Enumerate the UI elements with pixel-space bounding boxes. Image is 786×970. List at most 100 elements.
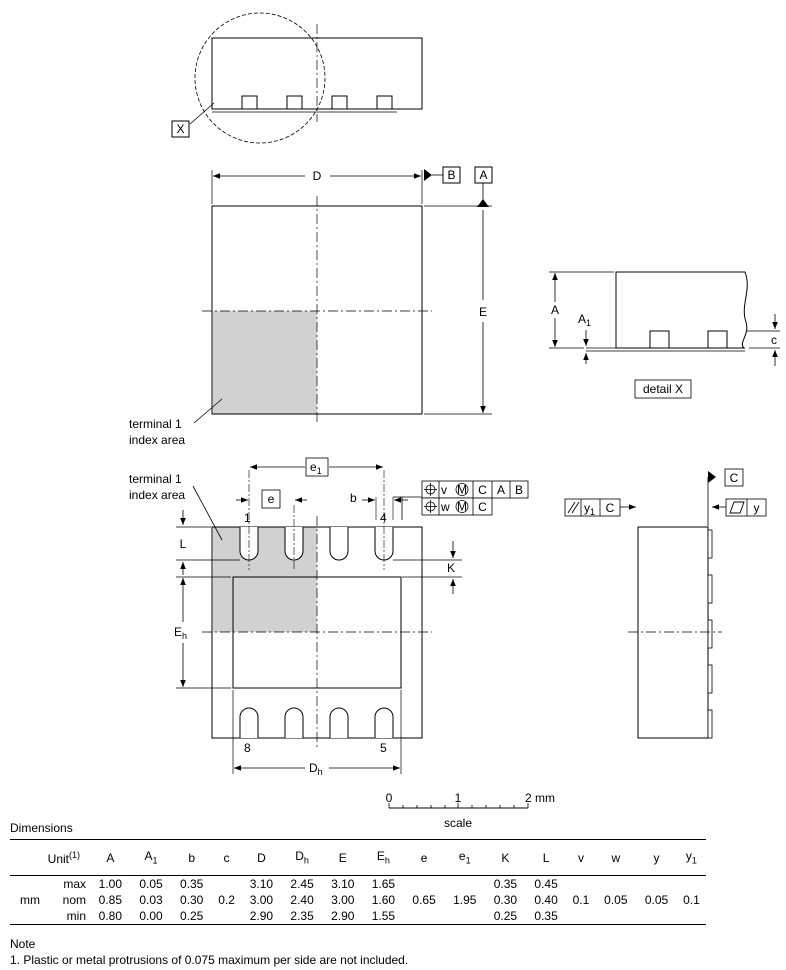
table-cell: 0.05 [644,893,669,907]
svg-text:terminal 1: terminal 1 [129,472,182,486]
table-cell: 0.30 [493,893,518,907]
table-cell: 0.35 [180,877,204,891]
table-cell: 3.10 [249,877,274,891]
column-header: D [241,839,282,876]
table-cell: 0.1 [572,893,590,907]
column-header: y1 [676,839,706,876]
table-cell: 1.55 [363,908,404,925]
column-header: v [566,839,596,876]
table-cell: 0.65 [412,893,436,907]
side-elevation [211,24,423,122]
svg-text:8: 8 [244,741,251,755]
svg-text:v: v [441,483,447,497]
column-header: e [403,839,445,876]
table-cell: 2.45 [290,877,314,891]
svg-text:C: C [606,501,615,515]
table-cell: 1.60 [371,893,396,907]
table-cell: 3.10 [331,877,355,891]
unit-cell [10,876,50,893]
flatness-frame: y [725,498,767,517]
note-text: 1. Plastic or metal protrusions of 0.075… [10,953,409,967]
table-cell: 0.30 [180,893,204,907]
svg-text:4: 4 [380,511,387,525]
svg-text:E: E [479,305,487,319]
table-cell: 0.85 [98,893,123,907]
table-cell [595,876,636,893]
row-label: nom [62,893,86,907]
table-cell: 0.05 [139,877,163,891]
svg-text:M: M [457,500,467,514]
table-cell: 0.40 [534,893,558,907]
position-symbol-icon [424,483,437,513]
table-cell: 0.25 [171,908,213,925]
svg-text:1: 1 [244,511,251,525]
row-label: min [50,908,90,925]
flatness-icon [729,501,745,514]
table-cell [676,908,706,925]
table-cell: 1.00 [98,877,123,891]
table-cell: 1.65 [371,877,396,891]
column-header: L [525,839,567,876]
column-header: E [322,839,364,876]
feature-control-frame: v M C A B w M C [421,480,529,516]
column-header: y [636,839,677,876]
table-cell [566,876,595,893]
column-header: e1 [444,839,486,876]
svg-text:C: C [478,500,487,514]
table-cell: 0.35 [525,908,567,925]
svg-text:D: D [313,169,322,183]
note-heading: Note [10,937,36,951]
svg-text:w: w [440,500,450,514]
svg-text:2 mm: 2 mm [525,791,555,805]
svg-text:A: A [497,483,505,497]
svg-text:B: B [515,483,523,497]
svg-text:B: B [447,168,455,182]
svg-text:scale: scale [444,816,472,830]
terminal-1-index-area [213,311,317,414]
svg-text:c: c [771,333,777,347]
table-cell: 2.90 [322,908,364,925]
column-header: b [171,839,213,876]
table-cell [595,908,637,925]
svg-text:X: X [176,122,184,136]
table-cell: 0.03 [139,893,163,907]
column-header: Eh [363,839,404,876]
table-cell [444,908,486,925]
svg-text:e: e [268,492,275,506]
svg-text:A1: A1 [578,312,591,328]
detail-x-circle [194,12,326,144]
svg-text:y1: y1 [584,501,595,517]
column-header: A [90,839,131,876]
column-header: Dh [281,839,323,876]
unit-cell: mm [20,893,40,907]
svg-text:C: C [478,483,487,497]
table-cell: 0.05 [604,893,628,907]
row-label: max [63,877,86,891]
unit-header: Unit(1) [10,839,90,876]
table-cell [636,876,677,893]
table-cell: 2.35 [281,908,323,925]
table-cell [636,908,677,925]
table-cell: 1.95 [453,893,477,907]
svg-text:0: 0 [386,791,393,805]
svg-text:b: b [350,491,357,505]
table-cell [677,876,706,893]
table-cell [444,876,485,893]
svg-text:y: y [754,501,760,515]
svg-text:A: A [479,168,487,182]
detail-x-view: A A1 c detail X [549,271,780,399]
svg-text:A: A [551,303,559,317]
scale-bar [388,803,529,809]
parallelism-frame: y1 C [564,498,621,517]
svg-text:M: M [457,483,467,497]
table-cell [212,908,242,925]
svg-text:L: L [180,537,187,551]
unit-cell [10,908,50,925]
top-view: D B A E terminal 1 index area [129,166,493,447]
svg-text:C: C [730,471,739,485]
package-drawing: X D B A E terminal 1 index area [129,12,780,830]
table-cell: 3.00 [331,893,355,907]
svg-text:detail X: detail X [643,382,683,396]
table-cell: 0.35 [493,877,518,891]
